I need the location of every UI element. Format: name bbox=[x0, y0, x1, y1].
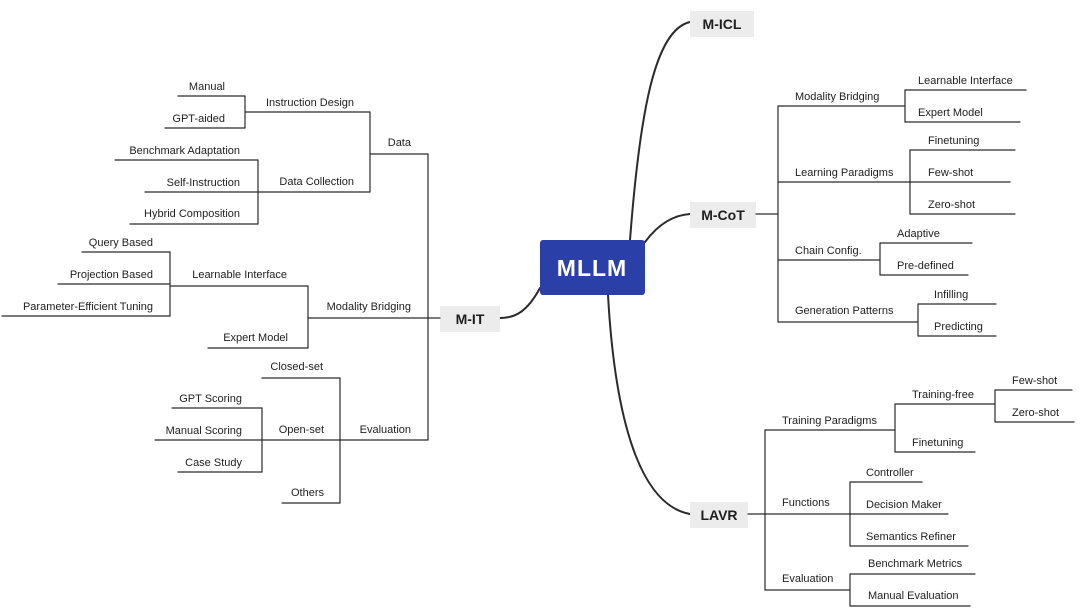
mcot-adaptive[interactable]: Adaptive bbox=[897, 228, 940, 240]
branch-lavr-label: LAVR bbox=[700, 507, 737, 523]
mit-projection-based[interactable]: Projection Based bbox=[70, 269, 153, 281]
lavr-few-shot[interactable]: Few-shot bbox=[1012, 375, 1057, 387]
mcot-learnable-interface[interactable]: Learnable Interface bbox=[918, 75, 1013, 87]
branch-micl-label: M-ICL bbox=[703, 16, 742, 32]
lavr-tree bbox=[747, 389, 1075, 607]
branch-micl[interactable]: M-ICL bbox=[690, 11, 754, 37]
mit-instruction-design[interactable]: Instruction Design bbox=[266, 97, 354, 109]
mit-gpt-scoring[interactable]: GPT Scoring bbox=[179, 393, 242, 405]
mcot-few-shot[interactable]: Few-shot bbox=[928, 167, 973, 179]
lavr-finetuning[interactable]: Finetuning bbox=[912, 437, 963, 449]
lavr-evaluation[interactable]: Evaluation bbox=[782, 573, 833, 585]
mit-gpt-aided[interactable]: GPT-aided bbox=[172, 113, 225, 125]
mit-parameter-efficient-tuning[interactable]: Parameter-Efficient Tuning bbox=[23, 301, 153, 313]
root-connectors bbox=[499, 21, 691, 515]
lavr-controller[interactable]: Controller bbox=[866, 467, 914, 479]
mit-closed-set[interactable]: Closed-set bbox=[270, 361, 323, 373]
root-node-bg bbox=[540, 240, 645, 295]
mit-manual[interactable]: Manual bbox=[189, 81, 225, 93]
mit-query-based[interactable]: Query Based bbox=[89, 237, 153, 249]
mit-evaluation[interactable]: Evaluation bbox=[360, 424, 411, 436]
lavr-training-paradigms[interactable]: Training Paradigms bbox=[782, 415, 877, 427]
mcot-chain-config[interactable]: Chain Config. bbox=[795, 245, 862, 257]
mcot-finetuning[interactable]: Finetuning bbox=[928, 135, 979, 147]
lavr-labels: Training Paradigms Training-free Few-sho… bbox=[782, 375, 1059, 602]
mit-data-collection[interactable]: Data Collection bbox=[279, 176, 354, 188]
mit-manual-scoring[interactable]: Manual Scoring bbox=[166, 425, 242, 437]
mit-learnable-interface[interactable]: Learnable Interface bbox=[192, 269, 287, 281]
lavr-functions[interactable]: Functions bbox=[782, 497, 830, 509]
mcot-zero-shot[interactable]: Zero-shot bbox=[928, 199, 975, 211]
mit-case-study[interactable]: Case Study bbox=[185, 457, 242, 469]
mit-self-instruction[interactable]: Self-Instruction bbox=[167, 177, 240, 189]
root-node[interactable]: MLLM bbox=[540, 240, 645, 295]
lavr-zero-shot[interactable]: Zero-shot bbox=[1012, 407, 1059, 419]
lavr-decision-maker[interactable]: Decision Maker bbox=[866, 499, 942, 511]
branch-mcot-label: M-CoT bbox=[701, 207, 745, 223]
branch-mit-label: M-IT bbox=[456, 311, 485, 327]
branch-lavr[interactable]: LAVR bbox=[690, 502, 748, 528]
mit-benchmark-adaptation[interactable]: Benchmark Adaptation bbox=[129, 145, 240, 157]
mcot-modality-bridging[interactable]: Modality Bridging bbox=[795, 91, 879, 103]
branch-mcot-bg bbox=[690, 202, 756, 228]
mcot-learning-paradigms[interactable]: Learning Paradigms bbox=[795, 167, 894, 179]
branch-micl-bg bbox=[690, 11, 754, 37]
lavr-semantics-refiner[interactable]: Semantics Refiner bbox=[866, 531, 956, 543]
mcot-generation-patterns[interactable]: Generation Patterns bbox=[795, 305, 894, 317]
mcot-pre-defined[interactable]: Pre-defined bbox=[897, 260, 954, 272]
mcot-tree bbox=[755, 89, 1027, 337]
mcot-predicting[interactable]: Predicting bbox=[934, 321, 983, 333]
root-node-label: MLLM bbox=[557, 255, 627, 281]
branch-mcot[interactable]: M-CoT bbox=[690, 202, 756, 228]
lavr-training-free[interactable]: Training-free bbox=[912, 389, 974, 401]
mit-modality-bridging[interactable]: Modality Bridging bbox=[327, 301, 411, 313]
branch-mit-bg bbox=[440, 306, 500, 332]
branch-mit[interactable]: M-IT bbox=[440, 306, 500, 332]
lavr-manual-evaluation[interactable]: Manual Evaluation bbox=[868, 590, 959, 602]
mit-expert-model[interactable]: Expert Model bbox=[223, 332, 288, 344]
lavr-benchmark-metrics[interactable]: Benchmark Metrics bbox=[868, 558, 963, 570]
branch-lavr-bg bbox=[690, 502, 748, 528]
mit-others[interactable]: Others bbox=[291, 487, 325, 499]
mit-hybrid-composition[interactable]: Hybrid Composition bbox=[144, 208, 240, 220]
mit-open-set[interactable]: Open-set bbox=[279, 424, 324, 436]
mcot-labels: Modality Bridging Learnable Interface Ex… bbox=[795, 75, 1013, 333]
mit-tree bbox=[1, 95, 441, 504]
mcot-infilling[interactable]: Infilling bbox=[934, 289, 968, 301]
mit-data[interactable]: Data bbox=[388, 137, 412, 149]
mit-labels: Data Instruction Design Manual GPT-aided… bbox=[23, 81, 412, 499]
mcot-expert-model[interactable]: Expert Model bbox=[918, 107, 983, 119]
